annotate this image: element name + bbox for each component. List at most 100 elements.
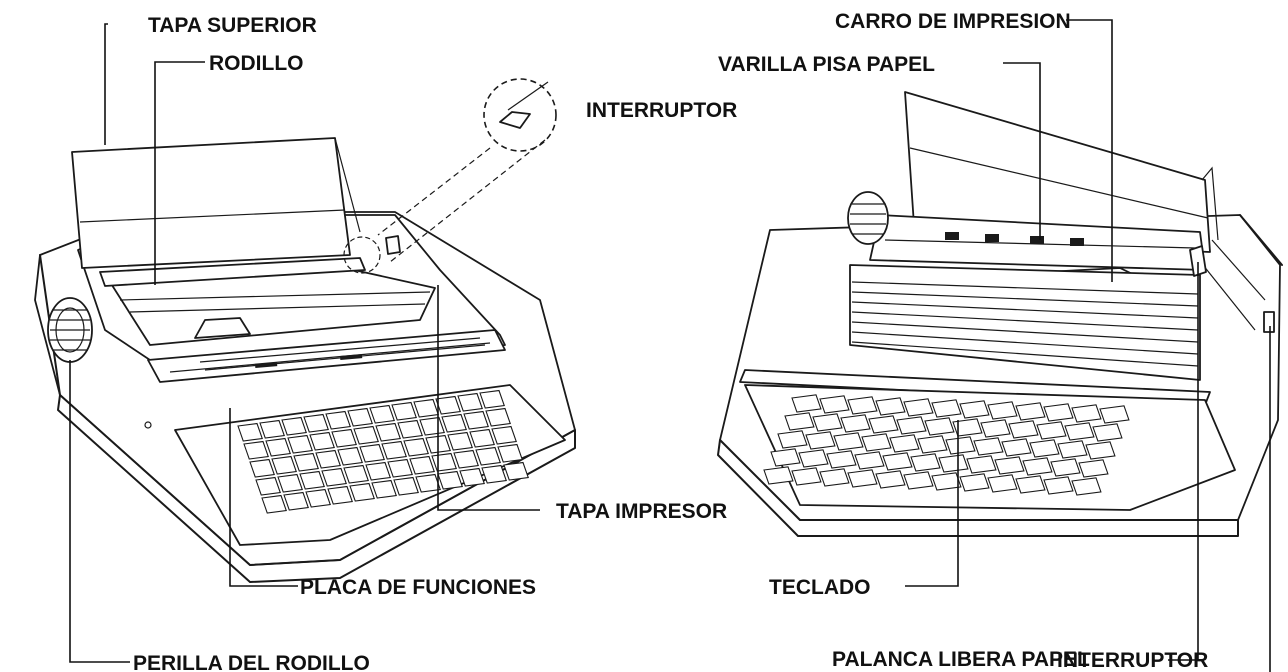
keyboard-key — [347, 407, 373, 427]
keyboard-key — [875, 397, 906, 416]
label-varilla-pisa-papel: VARILLA PISA PAPEL — [718, 53, 935, 76]
label-interruptor-right: INTERRUPTOR — [1057, 649, 1209, 672]
keyboard-key — [896, 416, 927, 435]
keyboard-key — [994, 456, 1025, 475]
keyboard-key — [331, 428, 357, 448]
label-palanca-libera-papel: PALANCA LIBERA PAPEL — [832, 648, 1090, 671]
keyboard-key — [299, 470, 325, 490]
keyboard-key — [966, 455, 997, 474]
keyboard-key — [485, 407, 511, 427]
keyboard-key — [261, 494, 287, 514]
keyboard-key — [359, 443, 385, 463]
keyboard-key — [237, 422, 263, 442]
keyboard-key — [453, 449, 479, 469]
keyboard-key — [403, 437, 429, 457]
keyboard-key — [1064, 422, 1095, 441]
keyboard-key — [381, 440, 407, 460]
keyboard-key — [481, 464, 507, 484]
keyboard-key — [415, 473, 441, 493]
label-placa-de-funciones: PLACA DE FUNCIONES — [300, 576, 536, 599]
keyboard-key — [938, 454, 969, 473]
keyboard-key — [882, 452, 913, 471]
keyboard-key — [281, 416, 307, 436]
keyboard-key — [980, 419, 1011, 438]
keyboard-key — [491, 425, 517, 445]
keyboard-key — [819, 468, 850, 487]
keyboard-key — [1022, 457, 1053, 476]
keyboard-key — [305, 488, 331, 508]
keyboard-key — [437, 470, 463, 490]
keyboard-key — [255, 476, 281, 496]
keyboard-key — [763, 466, 794, 485]
keyboard-key — [441, 413, 467, 433]
keyboard-key — [1050, 458, 1081, 477]
keyboard-key — [309, 431, 335, 451]
keyboard-key — [365, 461, 391, 481]
keyboard-key — [826, 450, 857, 469]
keyboard-key — [277, 473, 303, 493]
keyboard-key — [847, 396, 878, 415]
keyboard-key — [393, 476, 419, 496]
keyboard-key — [1057, 440, 1088, 459]
keyboard-key — [1001, 438, 1032, 457]
keyboard-key — [854, 451, 885, 470]
keyboard-key — [812, 413, 843, 432]
keyboard-key — [791, 467, 822, 486]
part-labels: TAPA SUPERIOR RODILLO INTERRUPTOR TAPA I… — [133, 10, 1090, 672]
keyboard-key — [353, 425, 379, 445]
keyboard-key — [349, 482, 375, 502]
keyboard-key — [959, 473, 990, 492]
keyboard-key — [791, 394, 822, 413]
keyboard-key — [1008, 420, 1039, 439]
keyboard-key — [283, 491, 309, 511]
keyboard-key — [1015, 402, 1046, 421]
keyboard-key — [387, 458, 413, 478]
label-rodillo: RODILLO — [209, 52, 304, 75]
keyboard-key — [945, 436, 976, 455]
keyboard-key — [847, 469, 878, 488]
keyboard-key — [459, 467, 485, 487]
keyboard-key — [1036, 421, 1067, 440]
keyboard-key — [973, 437, 1004, 456]
keyboard-key — [924, 417, 955, 436]
leader-lines — [69, 19, 1271, 672]
keyboard-keys-left — [237, 389, 529, 514]
keyboard-key — [259, 419, 285, 439]
keyboard-key — [819, 395, 850, 414]
keyboard-key — [952, 418, 983, 437]
keyboard-key — [1078, 459, 1109, 478]
keyboard-key — [321, 467, 347, 487]
keyboard-key — [889, 434, 920, 453]
keyboard-key — [287, 434, 313, 454]
keyboard-key — [840, 414, 871, 433]
keyboard-key — [833, 432, 864, 451]
keyboard-key — [497, 443, 523, 463]
keyboard-key — [1029, 439, 1060, 458]
label-teclado: TECLADO — [769, 576, 871, 599]
keyboard-key — [1085, 441, 1116, 460]
keyboard-key — [770, 448, 801, 467]
keyboard-key — [1043, 476, 1074, 495]
keyboard-keys-right — [763, 394, 1130, 496]
typewriter-right-illustration — [717, 91, 1283, 537]
label-interruptor-left: INTERRUPTOR — [586, 99, 737, 122]
keyboard-key — [777, 430, 808, 449]
keyboard-key — [1071, 404, 1102, 423]
keyboard-key — [1099, 405, 1130, 424]
keyboard-key — [868, 415, 899, 434]
keyboard-key — [303, 413, 329, 433]
label-tapa-superior: TAPA SUPERIOR — [148, 14, 317, 37]
keyboard-key — [931, 399, 962, 418]
keyboard-key — [903, 398, 934, 417]
keyboard-key — [931, 472, 962, 491]
label-tapa-impresor: TAPA IMPRESOR — [556, 500, 727, 523]
keyboard-key — [1043, 403, 1074, 422]
keyboard-key — [391, 401, 417, 421]
label-carro-de-impresion: CARRO DE IMPRESION — [835, 10, 1071, 33]
keyboard-key — [243, 440, 269, 460]
keyboard-key — [475, 446, 501, 466]
keyboard-key — [1015, 475, 1046, 494]
keyboard-key — [479, 389, 505, 409]
keyboard-key — [371, 479, 397, 499]
